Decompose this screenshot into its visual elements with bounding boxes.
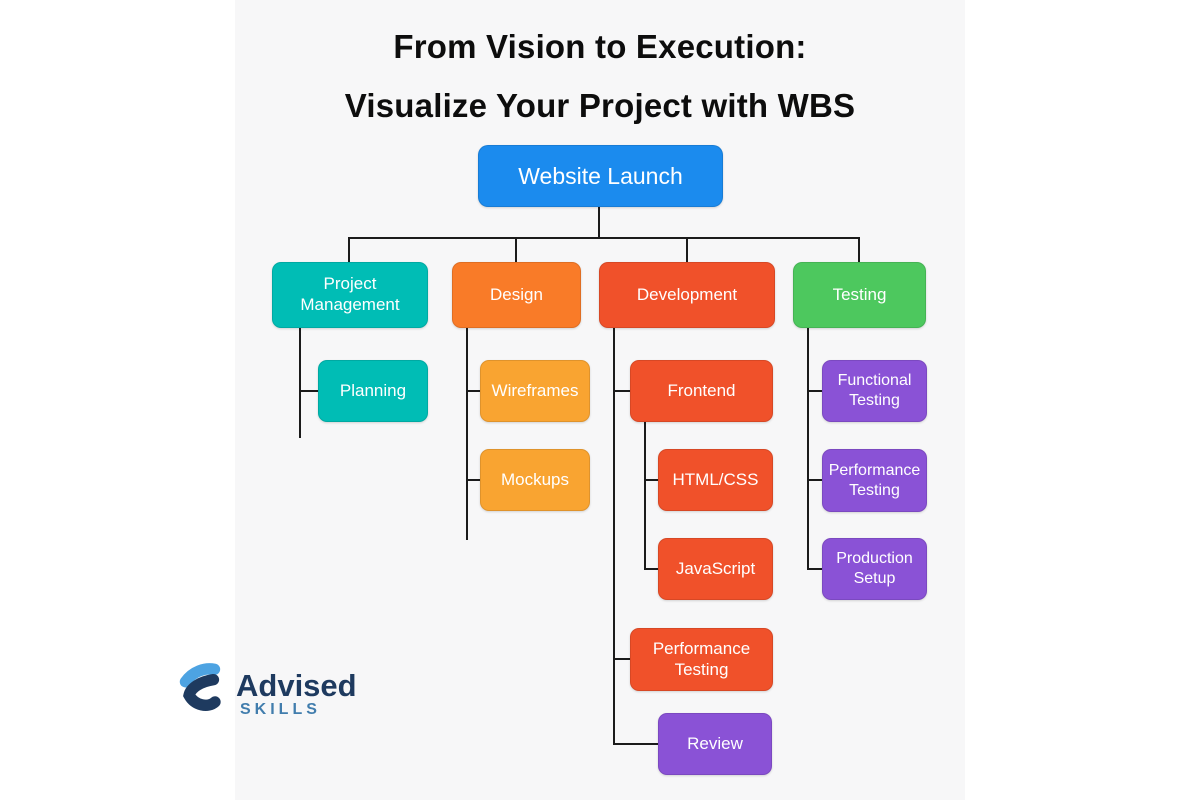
logo-subname: SKILLS bbox=[240, 701, 321, 718]
node-performance-testing: Performance Testing bbox=[822, 449, 927, 512]
node-label: Design bbox=[490, 284, 543, 304]
connector-line bbox=[466, 390, 480, 392]
connector-line bbox=[466, 479, 480, 481]
node-production-setup: Production Setup bbox=[822, 538, 927, 600]
connector-line bbox=[858, 237, 860, 262]
connector-line bbox=[807, 568, 822, 570]
logo-name: Advised bbox=[236, 668, 357, 703]
node-label: Development bbox=[636, 284, 738, 304]
node-testing: Testing bbox=[793, 262, 926, 328]
node-label: Planning bbox=[339, 380, 407, 400]
connector-line bbox=[348, 237, 350, 262]
connector-line bbox=[644, 422, 646, 570]
node-planning: Planning bbox=[318, 360, 428, 422]
node-label: JavaScript bbox=[675, 558, 756, 578]
connector-line bbox=[515, 237, 517, 262]
node-label: Frontend bbox=[667, 380, 736, 400]
connector-line bbox=[807, 328, 809, 570]
connector-line bbox=[686, 237, 688, 262]
node-project-management: Project Management bbox=[272, 262, 428, 328]
title-line-2: Visualize Your Project with WBS bbox=[344, 87, 856, 124]
node-website-launch: Website Launch bbox=[478, 145, 723, 207]
connector-line bbox=[613, 390, 630, 392]
connector-line bbox=[807, 479, 822, 481]
node-frontend: Frontend bbox=[630, 360, 773, 422]
connector-line bbox=[613, 658, 630, 660]
node-label: Review bbox=[687, 733, 743, 753]
node-html-css: HTML/CSS bbox=[658, 449, 773, 511]
node-mockups: Mockups bbox=[480, 449, 590, 511]
node-label: Wireframes bbox=[491, 380, 579, 400]
node-label: Testing bbox=[832, 284, 887, 304]
connector-line bbox=[598, 207, 600, 238]
connector-line bbox=[644, 568, 658, 570]
connector-line bbox=[644, 479, 658, 481]
title-line-1: From Vision to Execution: bbox=[393, 28, 807, 65]
node-label: HTML/CSS bbox=[672, 469, 759, 489]
connector-line bbox=[613, 743, 658, 745]
node-label: Production Setup bbox=[836, 550, 913, 587]
node-label: Functional Testing bbox=[837, 372, 912, 409]
connector-line bbox=[807, 390, 822, 392]
node-review: Review bbox=[658, 713, 772, 775]
node-label: Website Launch bbox=[518, 162, 683, 189]
node-functional-testing: Functional Testing bbox=[822, 360, 927, 422]
connector-line bbox=[613, 328, 615, 745]
node-design: Design bbox=[452, 262, 581, 328]
node-label: Mockups bbox=[500, 469, 570, 489]
node-wireframes: Wireframes bbox=[480, 360, 590, 422]
connector-line bbox=[299, 328, 301, 438]
node-label: Performance Testing bbox=[828, 461, 921, 499]
node-label: Project Management bbox=[300, 274, 400, 314]
advised-skills-logo: Advised SKILLS bbox=[172, 658, 402, 728]
connector-line bbox=[466, 328, 468, 540]
node-performance-testing-dev: Performance Testing bbox=[630, 628, 773, 691]
node-label: Performance Testing bbox=[652, 638, 751, 679]
connector-line bbox=[349, 237, 860, 239]
connector-line bbox=[299, 390, 318, 392]
advised-skills-logo-icon bbox=[179, 663, 221, 711]
node-development: Development bbox=[599, 262, 775, 328]
node-javascript: JavaScript bbox=[658, 538, 773, 600]
